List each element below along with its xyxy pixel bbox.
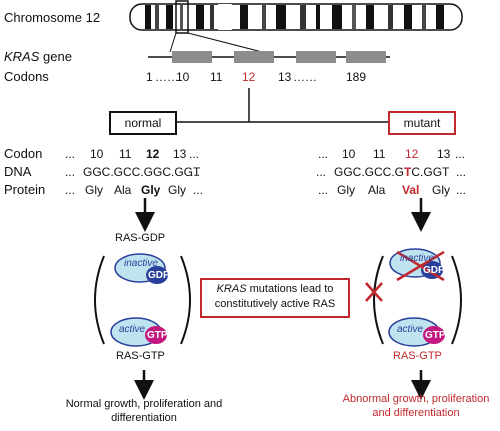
mutant-active-label: active: [397, 324, 424, 335]
mutant-ras-active: [388, 317, 445, 347]
normal-gtp-label: GTP: [147, 330, 168, 341]
codons-dots-1: ……: [155, 70, 179, 84]
codons-start: 1: [146, 70, 153, 84]
normal-ras-inactive: [114, 253, 168, 284]
mutant-dna-pre: GGC.GCC.G: [334, 165, 405, 179]
callout-gene: KRAS: [216, 283, 247, 295]
gene-suffix: gene: [39, 49, 72, 64]
mutation-callout: KRAS mutations lead to constitutively ac…: [200, 278, 350, 318]
callout-text-1: mutations lead to: [246, 283, 334, 295]
normal-codon-13: 13: [173, 147, 187, 161]
row-label-dna: DNA: [4, 164, 32, 179]
mutant-codon-10: 10: [342, 147, 356, 161]
callout-line-2: constitutively active RAS: [214, 298, 336, 310]
normal-dna-ellipsis-left: ...: [65, 165, 76, 179]
mutant-codon-13: 13: [437, 147, 451, 161]
mutant-codon-ellipsis-left: ...: [318, 147, 329, 161]
normal-box-label: normal: [124, 116, 162, 130]
normal-protein-13: Gly: [168, 183, 186, 197]
mutant-inactive-label: inactive: [400, 253, 434, 264]
normal-protein-ellipsis-left: ...: [65, 183, 76, 197]
normal-protein-12: Gly: [141, 183, 161, 197]
normal-ras-gtp-label: RAS-GTP: [116, 350, 165, 362]
mutant-protein-ellipsis-right: ...: [456, 183, 467, 197]
gene-name: KRAS: [4, 49, 40, 64]
codons-12: 12: [242, 70, 256, 84]
mutant-box-label: mutant: [403, 116, 441, 130]
normal-ras-active: [110, 317, 167, 347]
mutant-outcome: Abnormal growth, proliferation and diffe…: [342, 393, 490, 419]
normal-codon-ellipsis-right: ...: [189, 147, 200, 161]
normal-inactive-label: inactive: [124, 258, 158, 269]
kras-gene-track: [148, 51, 390, 63]
callout-line-1: KRAS mutations lead to: [202, 282, 348, 297]
normal-gdp-label: GDP: [148, 270, 170, 281]
mutant-ras-gtp-label: RAS-GTP: [393, 350, 442, 362]
codons-end: 189: [346, 70, 367, 84]
codons-10: 10: [176, 70, 190, 84]
row-label-codon: Codon: [4, 146, 43, 161]
normal-codon-10: 10: [90, 147, 104, 161]
normal-protein-11: Ala: [114, 183, 132, 197]
normal-dna-sequence: GGC.GCC.GGC.GGT: [83, 165, 201, 179]
normal-codon-11: 11: [119, 147, 132, 161]
codons-row-label: Codons: [4, 69, 49, 84]
codons-dots-2: ……: [293, 70, 317, 84]
normal-dna-ellipsis-right: ...: [190, 165, 201, 179]
normal-codon-12: 12: [146, 147, 160, 161]
mutant-dna-ellipsis-left: ...: [316, 165, 327, 179]
mutant-dna-mutated-base: T: [404, 165, 412, 179]
mutant-codon-11: 11: [373, 147, 386, 161]
normal-codon-ellipsis-left: ...: [65, 147, 76, 161]
mutant-codon-ellipsis-right: ...: [455, 147, 466, 161]
gene-label: KRAS gene: [4, 49, 72, 64]
normal-active-label: active: [119, 324, 146, 335]
normal-box: normal: [109, 111, 177, 135]
codons-11: 11: [210, 70, 223, 84]
mutant-dna-sequence: GGC.GCC.GTC.GGT: [334, 165, 449, 179]
mutant-gtp-label: GTP: [425, 330, 446, 341]
mutant-protein-10: Gly: [337, 183, 355, 197]
chromosome-ideogram: [129, 0, 463, 34]
mutant-dna-post: C.GGT: [411, 165, 450, 179]
chromosome-label: Chromosome 12: [4, 10, 101, 25]
mutant-box: mutant: [388, 111, 456, 135]
mutant-protein-12: Val: [402, 183, 420, 197]
mutant-protein-ellipsis-left: ...: [318, 183, 329, 197]
mutant-protein-13: Gly: [432, 183, 450, 197]
normal-protein-10: Gly: [85, 183, 103, 197]
normal-protein-ellipsis-right: ...: [193, 183, 204, 197]
mutant-dna-ellipsis-right: ...: [456, 165, 467, 179]
mutant-gdp-label: GDP: [423, 265, 445, 276]
mutant-protein-11: Ala: [368, 183, 386, 197]
mutant-blocked-cross: [365, 282, 383, 302]
mutant-inactive-cross: [396, 250, 445, 282]
mutant-codon-12: 12: [405, 147, 419, 161]
row-label-protein: Protein: [4, 182, 46, 197]
normal-outcome: Normal growth, proliferation and differe…: [65, 398, 223, 424]
normal-ras-gdp-label: RAS-GDP: [115, 232, 166, 244]
codons-13: 13: [278, 70, 292, 84]
